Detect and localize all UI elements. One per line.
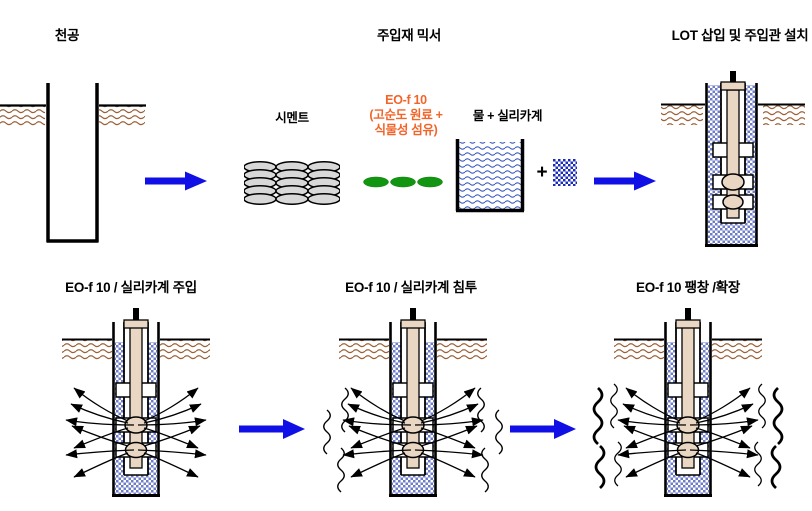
ground-hatch-left [0, 106, 45, 126]
penetration-label: EO-f 10 / 실리카계 침투 [345, 280, 477, 295]
grout-flow-arrows-right [689, 383, 784, 490]
mixer-label: 주입재 믹서 [376, 28, 442, 43]
borehole-penetration [323, 308, 503, 497]
flow-arrow-1 [145, 171, 207, 191]
cement-stack [244, 161, 340, 205]
water-fill [459, 142, 521, 209]
lot-install-label: LOT 삽입 및 주입관 설치 [671, 28, 809, 43]
grout-flow-arrows-left [592, 383, 687, 490]
cement-label: 시멘트 [275, 111, 309, 125]
grout-flow-arrows-right [137, 387, 207, 478]
pipe-cap [720, 81, 746, 91]
eof10-label: EO-f 10 (고순도 원료 + 식물성 섬유) [369, 93, 443, 137]
plus-sign: + [536, 162, 548, 183]
grout-flow-arrows-right [414, 387, 503, 493]
packer-lower [722, 194, 744, 210]
penetration-waves-left [323, 387, 349, 493]
flow-arrow-3 [239, 419, 305, 439]
packer-upper [721, 173, 745, 191]
ground-hatch-right [763, 105, 805, 125]
borehole-drilling [0, 83, 146, 243]
grout-flow-arrows-left [323, 387, 412, 493]
ground-hatch-right [99, 106, 145, 126]
pipe-stub [730, 71, 736, 82]
flow-arrow-4 [510, 419, 576, 439]
drilling-label: 천공 [54, 28, 80, 43]
borehole-lot-install [661, 71, 805, 247]
expansion-waves-right [754, 383, 784, 490]
grout-flow-arrows-left [65, 387, 135, 478]
borehole-expansion [592, 308, 784, 497]
penetration-waves-right [477, 387, 503, 493]
expansion-waves-left [592, 383, 622, 490]
flow-arrow-2 [594, 171, 656, 191]
expansion-label: EO-f 10 팽창 /확장 [636, 280, 740, 295]
borehole-injection [62, 308, 210, 497]
water-silica-label: 물 + 실리카계 [472, 109, 543, 123]
injection-label: EO-f 10 / 실리카계 주입 [65, 280, 197, 295]
fiber-pellets [363, 176, 443, 188]
ground-hatch-left [661, 105, 703, 125]
silica-swatch [553, 159, 577, 186]
water-container [455, 139, 525, 213]
